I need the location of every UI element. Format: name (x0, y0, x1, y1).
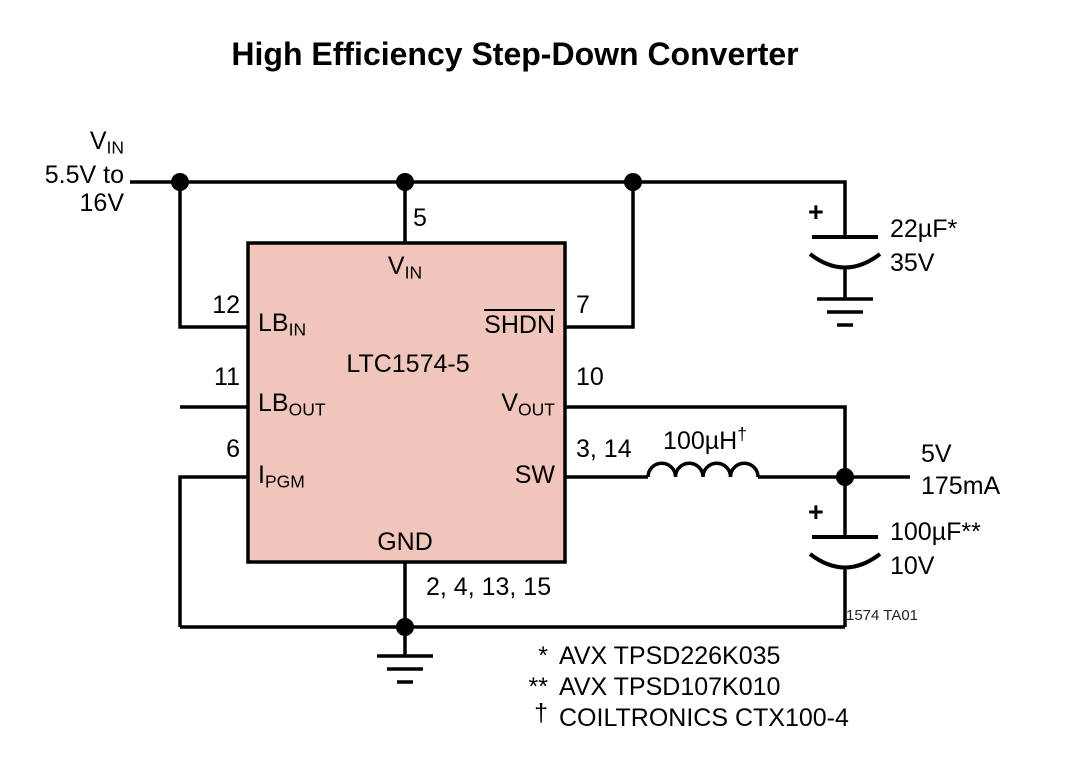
ipgm-wire (178, 475, 248, 627)
ic-pin-lbout: LBOUT (258, 389, 326, 420)
output-cap-polarity-mark: + (808, 497, 824, 527)
output-cap-voltage: 10V (890, 552, 935, 580)
junction-dot (836, 468, 854, 486)
output-voltage-label: 5V (921, 440, 952, 468)
output-cap-value: 100µF** (890, 518, 981, 546)
shdn-wire (565, 182, 635, 329)
footnote-mark: † (534, 699, 548, 727)
footnote-row: † COILTRONICS CTX100-4 (494, 699, 849, 735)
junction-dot (396, 173, 414, 191)
output-cap-curved-plate (808, 552, 882, 570)
pin-number-sw: 3, 14 (576, 435, 632, 463)
pin-number-ipgm: 6 (226, 435, 240, 463)
ic-pin-shdn: SHDN (484, 309, 555, 339)
inductor-label: 100µH† (663, 424, 747, 455)
figure-id: 1574 TA01 (846, 607, 919, 624)
pin-number-shdn: 7 (576, 291, 590, 319)
footnote-text: AVX TPSD226K035 (559, 642, 781, 670)
ic-pin-vout: VOUT (501, 389, 555, 420)
footnote-row: ** AVX TPSD107K010 (494, 673, 849, 704)
footnotes: * AVX TPSD226K035 ** AVX TPSD107K010 † C… (494, 642, 849, 735)
ground-symbol-main (377, 627, 433, 684)
ic-pin-vin: VIN (387, 252, 423, 283)
footnote-mark: * (538, 642, 548, 670)
pin-number-lbout: 11 (214, 363, 240, 391)
pin-number-gnd: 2, 4, 13, 15 (426, 573, 552, 601)
vout-wire (565, 405, 847, 477)
output-current-label: 175mA (921, 472, 1001, 500)
input-voltage-range-line2: 16V (79, 189, 124, 218)
pin-number-lbin: 12 (212, 291, 240, 319)
top-rail-wire (130, 180, 847, 237)
footnote-row: * AVX TPSD226K035 (494, 642, 849, 673)
ic-body (246, 241, 567, 564)
input-voltage-name: VIN (89, 127, 124, 158)
ic-pin-gnd: GND (377, 528, 433, 556)
input-cap-voltage: 35V (890, 249, 935, 277)
input-voltage-range-line1: 5.5V to (44, 161, 124, 190)
pin-number-vin: 5 (413, 204, 427, 232)
ic-pin-sw: SW (514, 461, 555, 489)
input-cap-curved-plate (808, 252, 882, 270)
ground-symbol-input-cap (817, 297, 873, 327)
lbin-wire (178, 182, 248, 329)
footnote-text: AVX TPSD107K010 (559, 673, 781, 701)
footnote-mark: ** (528, 673, 548, 701)
input-voltage-label: VIN 5.5V to 16V (24, 127, 124, 217)
inductor-coil (646, 461, 760, 478)
junction-dot (396, 618, 414, 636)
input-cap-value: 22µF* (890, 215, 958, 243)
junction-dot (171, 173, 189, 191)
junction-dot (624, 173, 642, 191)
ic-pin-ipgm: IPGM (258, 461, 305, 492)
input-cap-polarity-mark: + (808, 197, 824, 227)
ic-pin-lbin: LBIN (258, 309, 307, 340)
ic-part-number: LTC1574-5 (346, 350, 470, 378)
page-title: High Efficiency Step-Down Converter (231, 36, 799, 72)
pin-number-vout: 10 (576, 363, 604, 391)
footnote-text: COILTRONICS CTX100-4 (559, 704, 849, 732)
